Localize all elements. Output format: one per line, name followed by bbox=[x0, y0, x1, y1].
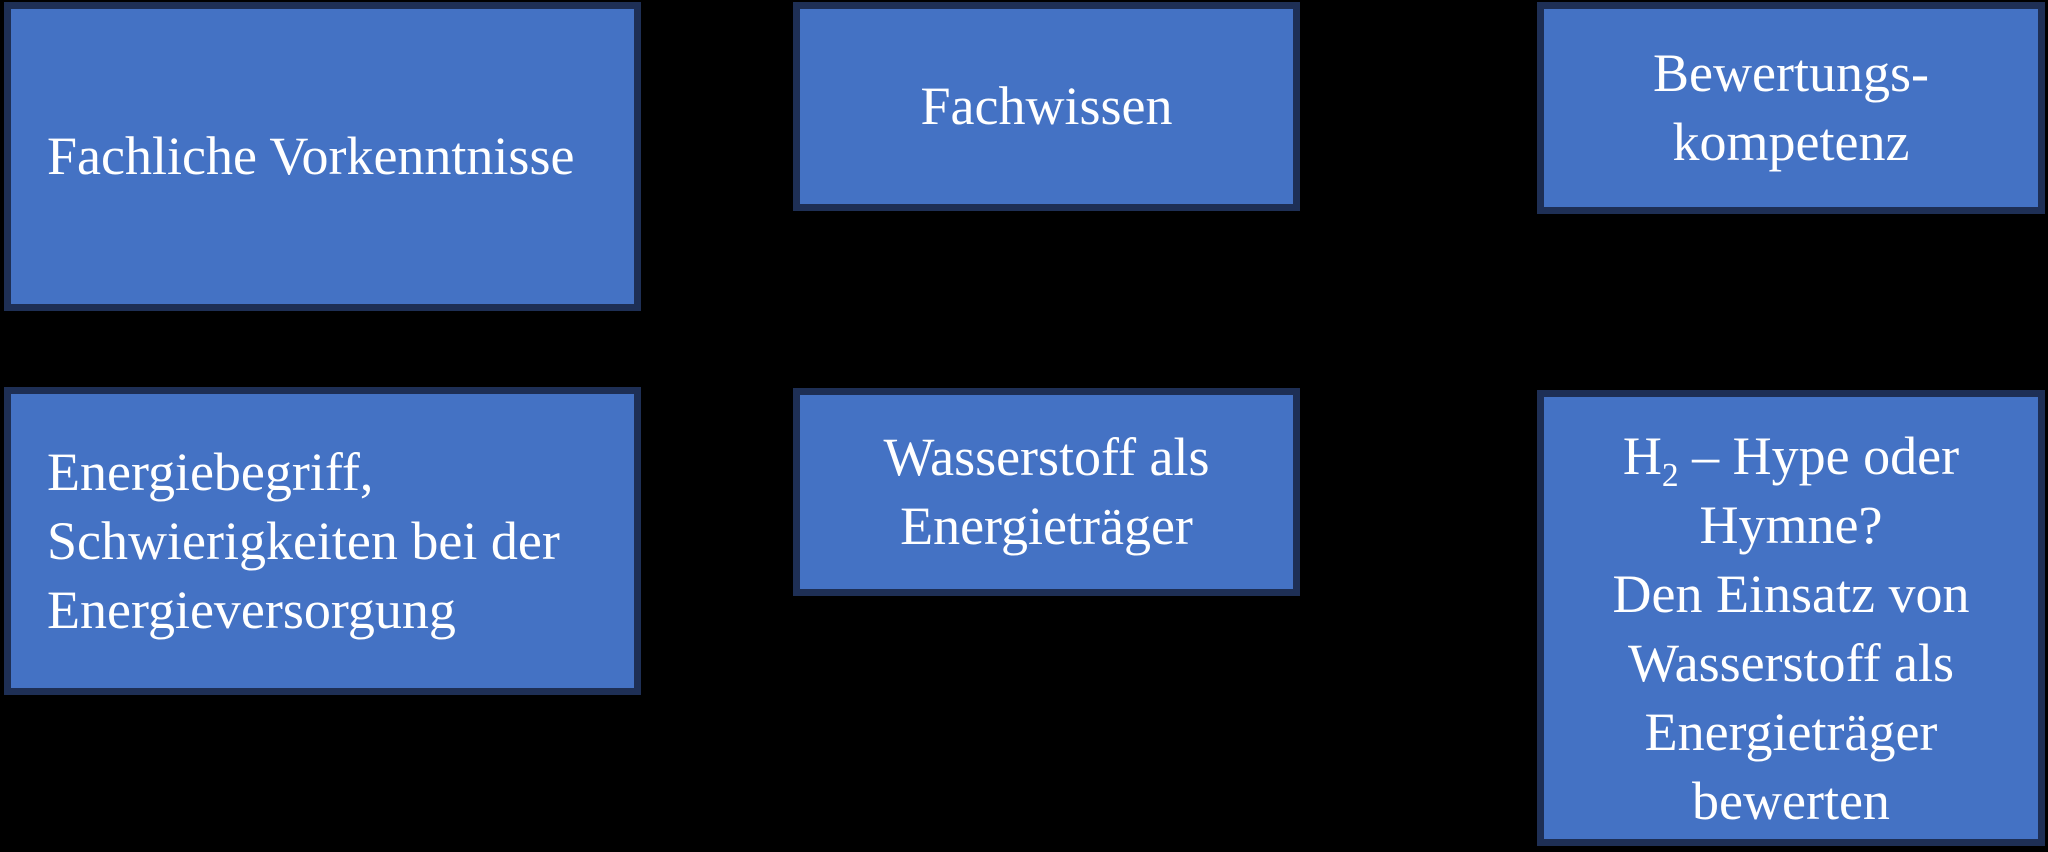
box-bewertungskompetenz: Bewertungs-kompetenz bbox=[1537, 2, 2045, 214]
text-line: Bewertungs- bbox=[1653, 43, 1929, 103]
text-line: Schwierigkeiten bei der bbox=[47, 510, 560, 571]
text-line: bewerten bbox=[1692, 771, 1890, 831]
text-line: Energieträger bbox=[900, 496, 1193, 556]
text-line: H2 – Hype oder bbox=[1622, 422, 1960, 494]
text-line: Energieversorgung bbox=[47, 579, 456, 640]
text-part: – Hype oder bbox=[1678, 426, 1960, 486]
text-line: Wasserstoff als bbox=[1627, 633, 1955, 693]
text-line: Den Einsatz von bbox=[1612, 564, 1970, 624]
text-line: Energiebegriff, bbox=[47, 441, 374, 502]
subscript-text: 2 bbox=[1661, 456, 1679, 494]
text-line: Hymne? bbox=[1699, 495, 1883, 555]
text-line: Energieträger bbox=[1644, 702, 1938, 762]
text-line: Wasserstoff als bbox=[883, 427, 1210, 487]
text-line: Fachwissen bbox=[920, 76, 1173, 136]
text-part: H bbox=[1622, 426, 1662, 486]
box-fachwissen: Fachwissen bbox=[793, 2, 1300, 211]
text-line: Fachliche Vorkenntnisse bbox=[47, 126, 575, 186]
box-fachliche-vorkenntnisse: Fachliche Vorkenntnisse bbox=[4, 2, 641, 311]
text-line: kompetenz bbox=[1672, 112, 1910, 172]
